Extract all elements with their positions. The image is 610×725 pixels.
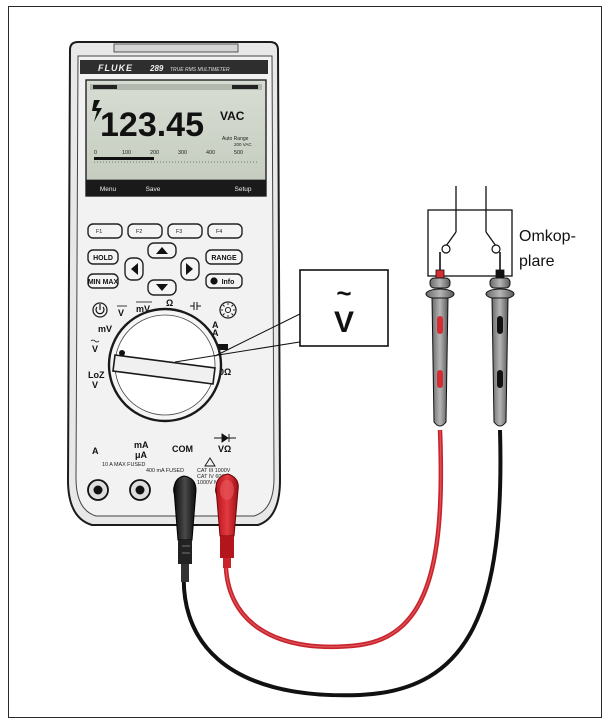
info-icon (210, 277, 217, 284)
red-test-probe (426, 252, 454, 426)
model-number: 289 (149, 64, 164, 73)
black-plug (174, 476, 196, 582)
jack-v-label: VΩ (218, 444, 231, 454)
f1-label: F1 (96, 229, 102, 235)
outlet-box: Omkop- plare (428, 186, 576, 276)
a-fuse-note: 10 A MAX FUSED (102, 462, 146, 468)
range-label: RANGE (211, 255, 237, 262)
f2-label: F2 (136, 229, 142, 235)
scale-tick-label: 0 (94, 150, 97, 156)
softkey-labels: Menu Save Setup (86, 180, 266, 196)
info-label: Info (222, 279, 235, 286)
red-plug (216, 474, 238, 568)
scale-tick-label: 100 (122, 150, 131, 156)
brand-banner: FLUKE 289 TRUE RMS MULTIMETER (80, 60, 268, 74)
jack-com-label: COM (172, 444, 193, 454)
reading-value: 123.45 (100, 106, 204, 144)
black-test-probe (486, 252, 514, 426)
bargraph-bar (94, 157, 154, 160)
softkey-setup: Setup (235, 186, 252, 193)
outlet-label-line1: Omkop- (519, 228, 576, 245)
scale-tick-label: 300 (178, 150, 187, 156)
dial-loz-label: LoZ (88, 370, 105, 380)
dial-loz-v-label: V (92, 380, 98, 390)
outlet-label-line2: plare (519, 253, 555, 270)
jack-ma-label: mA (134, 440, 149, 450)
multimeter: FLUKE 289 TRUE RMS MULTIMETER 123.45 VAC… (68, 42, 280, 525)
softkey-menu: Menu (100, 186, 117, 193)
ma-fuse-note: 400 mA FUSED (146, 468, 184, 474)
model-description: TRUE RMS MULTIMETER (170, 67, 230, 73)
callout-symbol: V (334, 306, 354, 339)
f2-key[interactable] (128, 224, 162, 238)
dial-v-ac-label: V (92, 344, 98, 354)
softkey-save: Save (146, 186, 161, 193)
range-value: 200 VAC (234, 142, 252, 147)
dial-ohm-label: Ω (166, 298, 173, 308)
jack-ua-label: μA (135, 450, 148, 460)
hold-label: HOLD (93, 255, 113, 262)
reading-unit: VAC (220, 109, 245, 123)
f4-label: F4 (216, 229, 222, 235)
brand-name: FLUKE (98, 63, 133, 73)
jack-a-label: A (92, 446, 99, 456)
scale-tick-label: 200 (150, 150, 159, 156)
dial-pointer-dot (119, 350, 125, 356)
scale-tick-label: 500 (234, 150, 243, 156)
callout-tilde: ~ (336, 278, 351, 308)
lcd-display: 123.45 VAC Auto Range 200 VAC 0 100 200 … (86, 80, 266, 196)
f3-label: F3 (176, 229, 182, 235)
f1-key[interactable] (88, 224, 122, 238)
dial-mv-label: mV (98, 324, 112, 334)
scale-tick-label: 400 (206, 150, 215, 156)
f4-key[interactable] (208, 224, 242, 238)
rotary-selector-dial[interactable] (109, 309, 221, 421)
f3-key[interactable] (168, 224, 202, 238)
minmax-label: MIN MAX (88, 279, 119, 286)
dial-v-dc-label: V (118, 308, 124, 318)
